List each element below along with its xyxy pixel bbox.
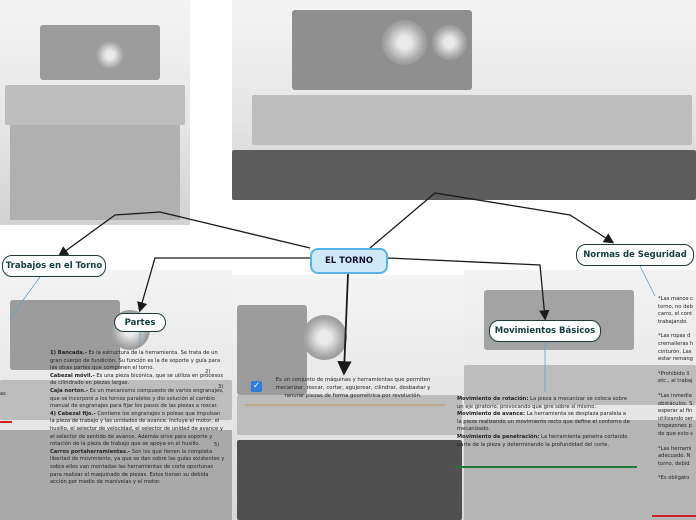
partes-item-1: 1) Bancada.- Es la estructura de la herr… [50, 350, 226, 373]
connector-to-trabajos [57, 211, 311, 257]
description-underline [245, 404, 445, 406]
connector-to-description [337, 273, 352, 376]
normas-red-underline [652, 515, 696, 517]
movimientos-item-3: Movimiento de penetración: La herramient… [457, 434, 630, 449]
partes-item-4: 4) Cabezal fijo.- Contiene los engranaje… [50, 411, 226, 449]
partes-item-5: Carros portaherramientas.- Son los que t… [50, 449, 226, 487]
topic-normas[interactable]: Normas de Seguridad [576, 244, 694, 266]
normas-line: estar remang [658, 356, 693, 363]
movimientos-term-1: Movimiento de rotación: [457, 396, 529, 402]
topic-normas-title: Normas de Seguridad [583, 250, 687, 260]
topic-partes-title: Partes [124, 317, 156, 328]
normas-line: de que esto s [658, 430, 694, 437]
normas-line: etc., al trabaj [658, 378, 693, 385]
center-topic-title: EL TORNO [324, 256, 374, 266]
movimientos-term-3: Movimiento de penetración: [457, 433, 540, 440]
normas-line: carro, el cont [658, 311, 693, 318]
center-topic[interactable]: EL TORNO [310, 248, 388, 274]
normas-line: cinturón. Las [658, 348, 692, 355]
normas-line: *Las herrami [658, 445, 692, 452]
trabajos-partial-text: as [0, 391, 6, 397]
partes-item-3: Caja norton.- Es un mecanismo compuesto … [50, 388, 226, 411]
trabajos-red-underline [0, 421, 12, 423]
checkbox-icon[interactable]: ✓ [251, 381, 262, 392]
lathe-photo-top-left [0, 0, 190, 225]
movimientos-item-2: Movimiento de avance: La herramienta se … [457, 411, 630, 434]
normas-line: obstáculos. S [658, 400, 693, 407]
partes-desc-4: Contiene los engranajes o poleas que imp… [50, 410, 223, 448]
normas-line: esperar al fin [658, 408, 693, 415]
lathe-photo-top-right [232, 0, 696, 200]
normas-line: utilizando ser [658, 415, 693, 422]
topic-trabajos-title: Trabajos en el Torno [5, 261, 103, 271]
movimientos-green-underline [455, 466, 637, 468]
movimientos-term-2: Movimiento de avance: [457, 411, 525, 418]
partes-margin-number-2: 2) [205, 369, 211, 375]
normas-line: *Es obligato [658, 475, 690, 482]
partes-desc-3: Es un mecanismo compuesto de varios engr… [50, 387, 224, 410]
partes-term-1: 1) Bancada.- [50, 350, 87, 356]
partes-term-4: 4) Cabezal fijo.- [50, 410, 96, 417]
partes-margin-number-3: 3) [218, 384, 224, 390]
topic-movimientos-title: Movimientos Básicos [494, 326, 596, 336]
movimientos-desc-3: La herramienta penetra cortando parte de… [457, 433, 628, 448]
movimientos-text: Movimiento de rotación: La pieza a mecan… [457, 396, 630, 449]
normas-text: *Las manos c torno, no deb carro, el con… [658, 296, 696, 483]
center-description-text: Es un conjunto de máquinas y herramienta… [275, 377, 431, 399]
partes-desc-1: Es la estructura de la herramienta. Se t… [50, 350, 221, 372]
normas-line: *Las manos c [658, 296, 693, 302]
lathe-photo-bottom-left [0, 270, 232, 520]
topic-movimientos[interactable]: Movimientos Básicos [489, 320, 601, 342]
partes-desc-5: Son los que tienen la completa libertad … [50, 448, 225, 486]
movimientos-desc-2: La herramienta se desplaza paralela a la… [457, 411, 630, 433]
partes-term-2: Cabezal móvil.- [50, 372, 95, 379]
partes-term-3: Caja norton.- [50, 387, 89, 394]
normas-line: *Prohibido ll [658, 370, 690, 377]
movimientos-desc-1: La pieza a mecanizar se coloca sobre un … [457, 396, 628, 410]
normas-line: *Las ropas d [658, 333, 691, 340]
lathe-photo-bottom-right [464, 270, 696, 520]
normas-line: cremalleras h [658, 340, 694, 347]
topic-partes[interactable]: Partes [114, 313, 166, 332]
partes-margin-number-5: 5) [214, 442, 220, 448]
connector-to-partes [137, 257, 320, 313]
normas-line: torno, no deb [658, 303, 693, 310]
partes-desc-2: Es una pieza bicónica, que se utiliza en… [50, 372, 224, 387]
normas-line: torno, debid [658, 460, 690, 467]
topic-trabajos[interactable]: Trabajos en el Torno [2, 255, 106, 277]
normas-line: trabajando. [658, 318, 688, 325]
center-description: Es un conjunto de máquinas y herramienta… [268, 376, 438, 400]
lathe-photo-bottom-center [232, 275, 464, 520]
normas-line: tropezones p [658, 423, 692, 430]
normas-line: adecuado. N [658, 453, 691, 460]
partes-text: 1) Bancada.- Es la estructura de la herr… [50, 350, 226, 487]
connector-to-movimientos [387, 257, 550, 321]
partes-term-5: Carros portaherramientas.- [50, 448, 131, 455]
normas-line: *Las inmedia [658, 392, 692, 399]
partes-item-2: Cabezal móvil.- Es una pieza bicónica, q… [50, 373, 226, 388]
connector-to-normas [369, 192, 615, 249]
movimientos-item-1: Movimiento de rotación: La pieza a mecan… [457, 396, 630, 411]
